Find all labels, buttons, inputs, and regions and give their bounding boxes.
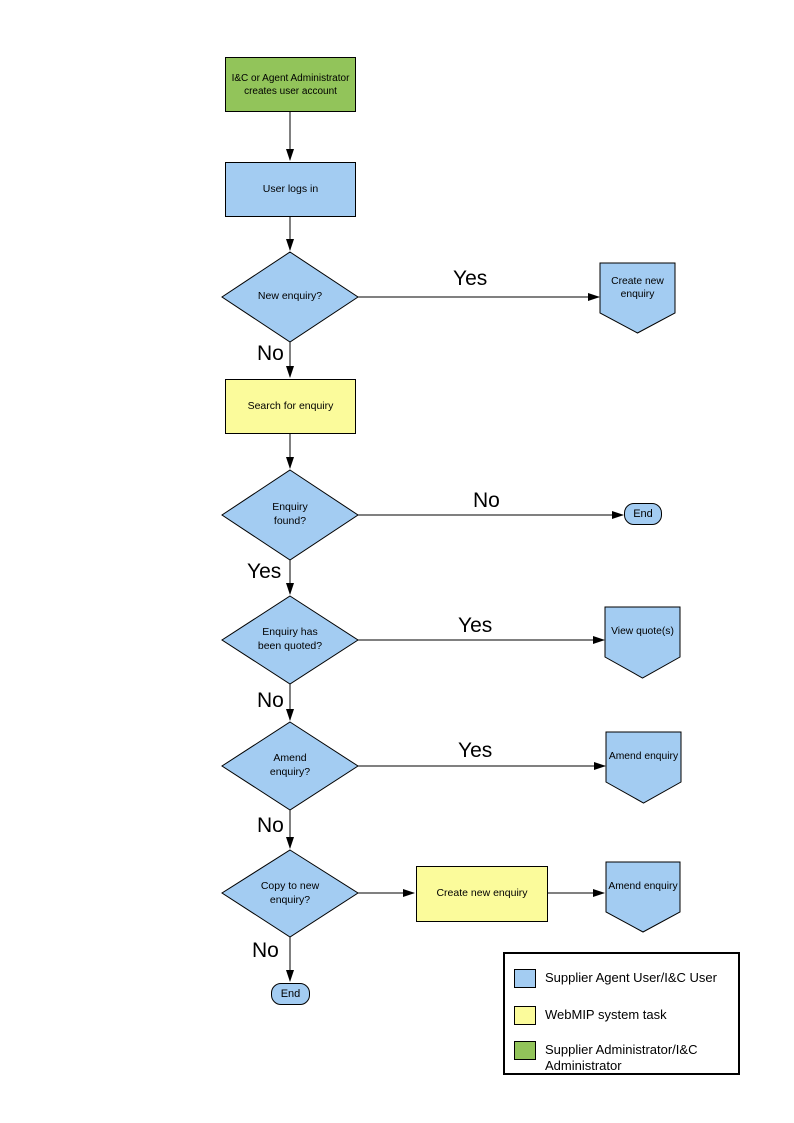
- edge-label-amend-yes: Yes: [458, 739, 493, 762]
- decision-copy-to-new-enquiry: [221, 849, 359, 938]
- process-user-logs-in: User logs in: [225, 162, 356, 217]
- decision-enquiry-found: [221, 469, 359, 561]
- legend: Supplier Agent User/I&C User WebMIP syst…: [503, 952, 740, 1075]
- terminator-end-1: End: [624, 503, 662, 525]
- legend-label-supplier-administrator: Supplier Administrator/I&C Administrator: [545, 1042, 698, 1074]
- edge-label-amend-no: No: [257, 814, 284, 837]
- process-create-new-enquiry-task: Create new enquiry: [416, 866, 548, 922]
- edge-label-found-no: No: [473, 489, 500, 512]
- edge-label-quoted-yes: Yes: [458, 614, 493, 637]
- decision-new-enquiry: [221, 251, 359, 343]
- terminator-end-2: End: [271, 983, 310, 1005]
- legend-swatch-webmip-system-task: [514, 1006, 536, 1025]
- legend-swatch-supplier-administrator: [514, 1041, 536, 1060]
- process-search-for-enquiry: Search for enquiry: [225, 379, 356, 434]
- legend-label-webmip-system-task: WebMIP system task: [545, 1007, 667, 1022]
- connector-amend-enquiry-1: [605, 731, 682, 804]
- edge-label-found-yes: Yes: [247, 560, 282, 583]
- edge-label-new-enquiry-yes: Yes: [453, 267, 488, 290]
- edge-label-copy-no: No: [252, 939, 279, 962]
- process-create-user-account: I&C or Agent Administrator creates user …: [225, 57, 356, 112]
- connector-create-new-enquiry: [599, 262, 676, 334]
- edge-label-new-enquiry-no: No: [257, 342, 284, 365]
- connector-view-quotes: [604, 606, 681, 679]
- edge-label-quoted-no: No: [257, 689, 284, 712]
- legend-swatch-supplier-agent-user: [514, 969, 536, 988]
- decision-enquiry-quoted: [221, 595, 359, 685]
- decision-amend-enquiry: [221, 721, 359, 811]
- legend-label-supplier-agent-user: Supplier Agent User/I&C User: [545, 970, 717, 985]
- connector-amend-enquiry-2: [605, 861, 681, 933]
